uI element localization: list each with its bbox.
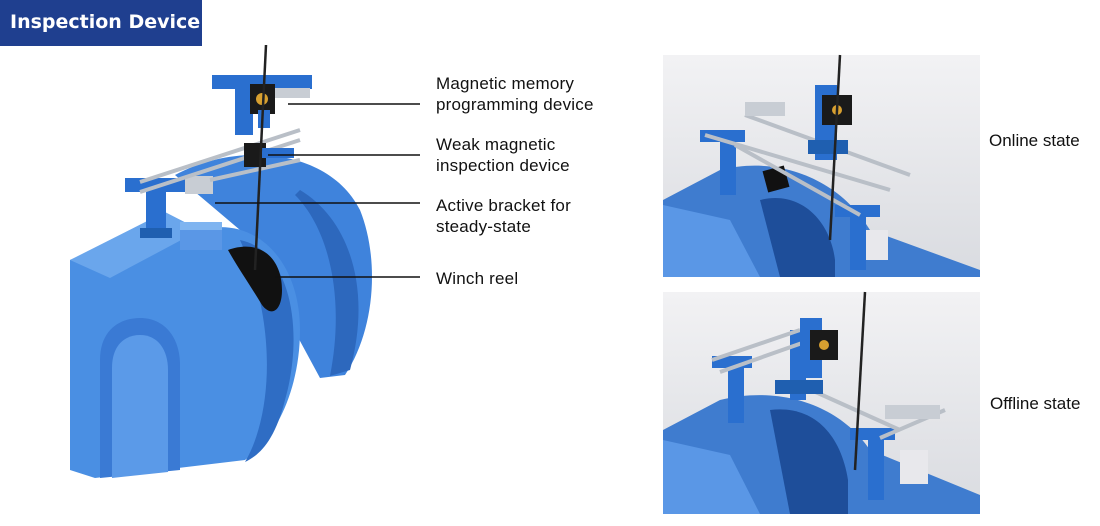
callout-weak-magnetic-inspection-device: Weak magnetic inspection device	[436, 134, 570, 176]
offline-state-label: Offline state	[990, 394, 1081, 413]
online-state-image	[663, 54, 980, 277]
rear-drum-shadow	[295, 190, 359, 376]
inspection-cable	[253, 44, 268, 271]
callout-line: Winch reel	[436, 269, 519, 288]
callout-line: Active bracket for	[436, 196, 571, 215]
online-state-label: Online state	[989, 131, 1080, 150]
leader-lines	[215, 103, 420, 278]
callout-line: Magnetic memory	[436, 74, 575, 93]
magnetic-memory-programming-device	[212, 75, 312, 135]
section-title: Inspection Device	[0, 0, 202, 46]
access-arch-inner	[112, 335, 168, 478]
callout-active-bracket: Active bracket for steady-state	[436, 195, 571, 237]
winch-reel-opening	[228, 246, 282, 312]
callout-magnetic-memory-programming-device: Magnetic memory programming device	[436, 73, 594, 115]
callout-winch-reel: Winch reel	[436, 268, 518, 289]
callout-line: Weak magnetic	[436, 135, 556, 154]
callout-line: inspection device	[436, 156, 570, 175]
callout-line: steady-state	[436, 217, 532, 236]
offline-state-image	[663, 291, 980, 514]
callout-line: programming device	[436, 95, 594, 114]
main-machine	[70, 44, 372, 478]
